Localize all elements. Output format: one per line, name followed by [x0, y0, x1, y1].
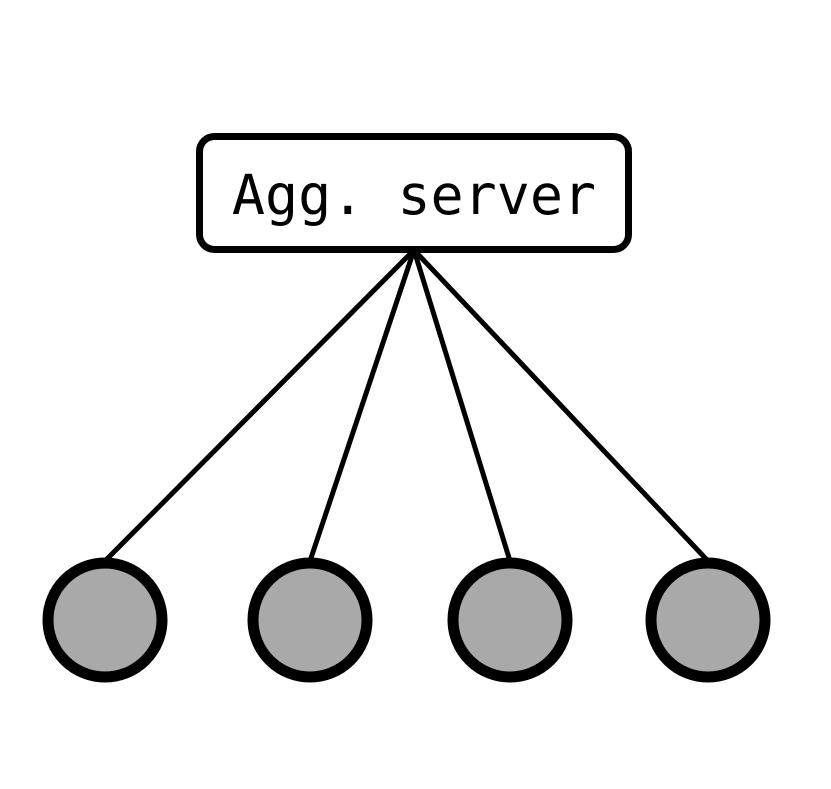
worker-node-circle-4: [651, 563, 765, 677]
worker-node-border-2: [247, 557, 373, 683]
edge-line-server-worker-1: [102, 247, 417, 564]
worker-node-border-3: [447, 557, 573, 683]
aggregation-server-label: Agg. server: [232, 163, 596, 227]
aggregation-server-box: [199, 136, 629, 250]
worker-node-circle-3: [453, 563, 567, 677]
worker-node-circle-1: [48, 563, 162, 677]
worker-node-border-4: [645, 557, 771, 683]
edge-group: [102, 247, 711, 564]
edge-line-server-worker-2: [307, 247, 417, 564]
aggregation-server-box-border: [196, 133, 632, 253]
worker-node-circle-2: [253, 563, 367, 677]
edge-line-server-worker-3: [411, 247, 513, 564]
worker-node-border-1: [42, 557, 168, 683]
aggregation-server-node: Agg. server: [196, 133, 632, 253]
worker-node-group: [42, 557, 771, 683]
edge-line-server-worker-4: [411, 247, 711, 564]
